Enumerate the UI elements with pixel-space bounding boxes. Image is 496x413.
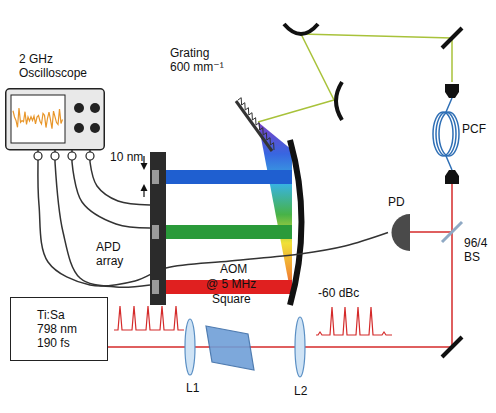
signal-cable <box>38 162 388 286</box>
flat-mirror <box>442 337 462 357</box>
laser-beam <box>410 231 452 233</box>
lens <box>295 317 305 377</box>
scope-input <box>86 152 94 160</box>
part-label: APD array <box>96 240 136 268</box>
scope-input <box>51 152 59 160</box>
grating-base <box>236 101 272 151</box>
dimension-arrow <box>143 190 144 197</box>
apd-element <box>152 225 159 239</box>
part-label: L2 <box>294 384 307 398</box>
curved-mirror <box>336 82 342 120</box>
aom-crystal <box>206 326 254 370</box>
curved-mirror <box>284 24 318 34</box>
green-beam <box>258 100 334 122</box>
fiber-coupler <box>445 170 459 184</box>
apd-strip <box>150 152 166 305</box>
apd-element <box>152 280 159 294</box>
scope-body <box>6 89 105 150</box>
scope-input <box>34 152 42 160</box>
apd-array: APD array <box>150 152 166 305</box>
oscilloscope: 2 GHz Oscilloscope <box>5 88 105 162</box>
dimension-arrowhead <box>141 163 148 170</box>
pulse-train <box>114 306 184 330</box>
fiber <box>446 98 452 170</box>
scope-knob <box>90 123 100 133</box>
signal-cable <box>55 162 150 287</box>
part-label: L1 <box>186 381 199 395</box>
grating-teeth <box>238 98 274 150</box>
green-beam <box>451 38 453 82</box>
green-beam <box>301 34 452 38</box>
scope-knob <box>90 103 100 113</box>
lens <box>185 319 195 375</box>
part-label: PD <box>388 195 418 209</box>
scope-knob <box>74 123 84 133</box>
photodiode: PD <box>388 214 410 251</box>
dimension-label: 10 nm <box>110 150 143 164</box>
scope-trace <box>13 108 63 129</box>
signal-label: -60 dBc <box>318 286 359 300</box>
laser-box: Ti:Sa 798 nm 190 fs <box>10 297 108 361</box>
dimension-arrow <box>143 156 144 164</box>
signal-cable <box>90 162 150 205</box>
curved-mirror <box>290 140 302 305</box>
part-label: @ 5 MHz <box>206 277 256 291</box>
apd-array-shape <box>150 152 166 305</box>
blue-beam <box>160 170 292 184</box>
scope-input <box>68 152 76 160</box>
apd-element <box>152 170 159 184</box>
flat-mirror <box>442 28 462 48</box>
part-label: Grating 600 mm⁻¹ <box>170 46 230 74</box>
pulse-train <box>316 307 392 335</box>
green-beam <box>301 34 334 100</box>
fiber-coil <box>439 112 459 156</box>
scope-screen <box>11 95 65 143</box>
part-label: 2 GHz Oscilloscope <box>19 52 99 80</box>
part-label: AOM <box>220 262 247 276</box>
laser-beam <box>451 184 453 347</box>
part-label: 96/4 BS <box>464 236 494 264</box>
scope-knob <box>74 103 84 113</box>
dimension-arrowhead <box>141 184 148 191</box>
oscilloscope-shape <box>5 88 105 162</box>
box-text: Ti:Sa 798 nm 190 fs <box>37 308 83 350</box>
photodiode-body <box>392 214 411 251</box>
beam-splitter <box>442 222 462 242</box>
photodiode-shape <box>388 214 410 251</box>
green-channel-beam <box>160 225 292 239</box>
part-label: Square <box>212 292 251 306</box>
signal-cable <box>72 162 150 228</box>
part-label: PCF <box>462 122 486 136</box>
laser-beam <box>108 346 452 348</box>
fiber-coupler <box>445 84 459 98</box>
dispersed-spectrum <box>258 122 292 300</box>
